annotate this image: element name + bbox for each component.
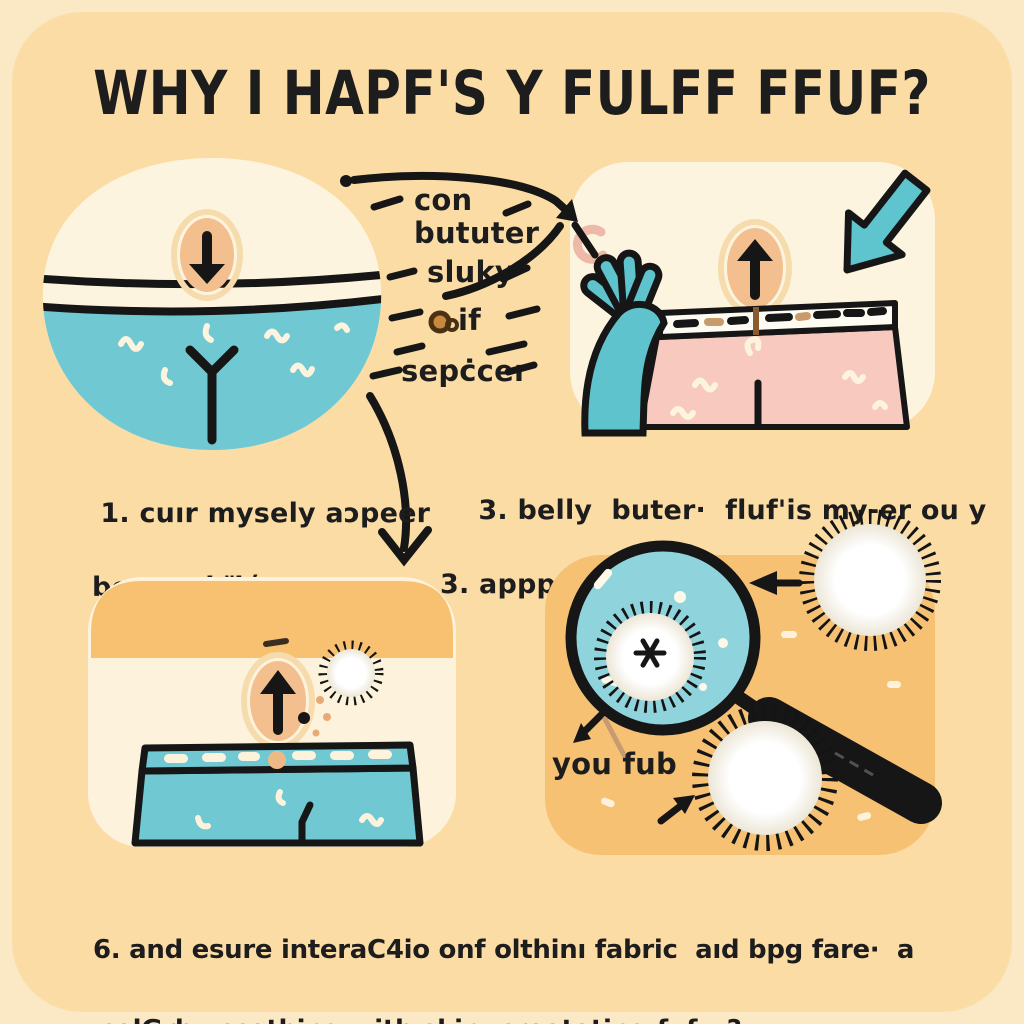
dash-marks: [369, 195, 541, 380]
belt-button: [268, 751, 286, 769]
up-arrow-icon: [260, 670, 296, 735]
arrow-up-right-icon: [657, 795, 695, 825]
asterisk-mark: [633, 638, 667, 668]
bottom-line1: 6. and esure interaC4io onf olthinı fabr…: [93, 935, 915, 965]
teal-arrow-icon: [843, 169, 931, 274]
lint-ball-icon: [318, 640, 384, 706]
smudge-mark: [428, 310, 459, 334]
page-title: WHY I HAPF'S Y FULFF FFUF?: [93, 58, 931, 129]
lint-ball-bottom-icon: [692, 705, 838, 851]
hand-icon: [580, 249, 668, 437]
belly-closeup-pants-illustration: [570, 162, 935, 437]
you-fub-arrow-icon: [573, 711, 628, 760]
down-arrow-icon: [189, 231, 225, 284]
lint-speck: [298, 712, 310, 724]
callout-arrow-icon: [340, 172, 578, 300]
donut-icon: [571, 221, 608, 264]
lint-crumbs: [312, 696, 331, 737]
arrow-to-lint-icon: [749, 571, 803, 595]
groin-line: [185, 345, 239, 445]
lint-squiggles: [118, 322, 350, 386]
flow-down-arrow-icon: [366, 392, 432, 567]
center-seam: [298, 801, 314, 846]
waistband-dashes: [673, 307, 887, 328]
skin-mark: [263, 638, 289, 647]
belly-front-view-illustration: [42, 158, 382, 450]
callout-label-1: con bututer: [414, 183, 540, 250]
callout-label-3: if: [458, 303, 481, 337]
you-fub-label: you fub: [552, 747, 677, 781]
waistband-dashes: [164, 750, 392, 763]
panel-top-band: [91, 581, 453, 658]
lint-ball-magnified-icon: [594, 601, 706, 713]
belly-lint-forming-illustration: [88, 577, 456, 847]
underwear: [42, 270, 382, 450]
pants: [131, 741, 424, 847]
step1-line1: 1. cuır mysely aɔpeer: [100, 498, 431, 529]
bottom-line2: colGrby ccothing with skin, creatating f…: [58, 1010, 914, 1024]
pants: [637, 300, 910, 430]
up-arrow-icon: [737, 239, 773, 300]
magnifier-lint-illustration: [545, 509, 942, 855]
navel-ring: [171, 209, 243, 301]
bg-specks: [601, 631, 901, 821]
lint-squiggles: [195, 789, 384, 830]
step3-line1: 3. belly buter· fluf'is my-er ou y: [478, 495, 987, 526]
lint-ball-large-icon: [799, 509, 941, 651]
bottom-caption: 6. and esure interaC4io onf olthinı fabr…: [58, 890, 914, 1024]
lint-squiggles: [670, 336, 888, 420]
